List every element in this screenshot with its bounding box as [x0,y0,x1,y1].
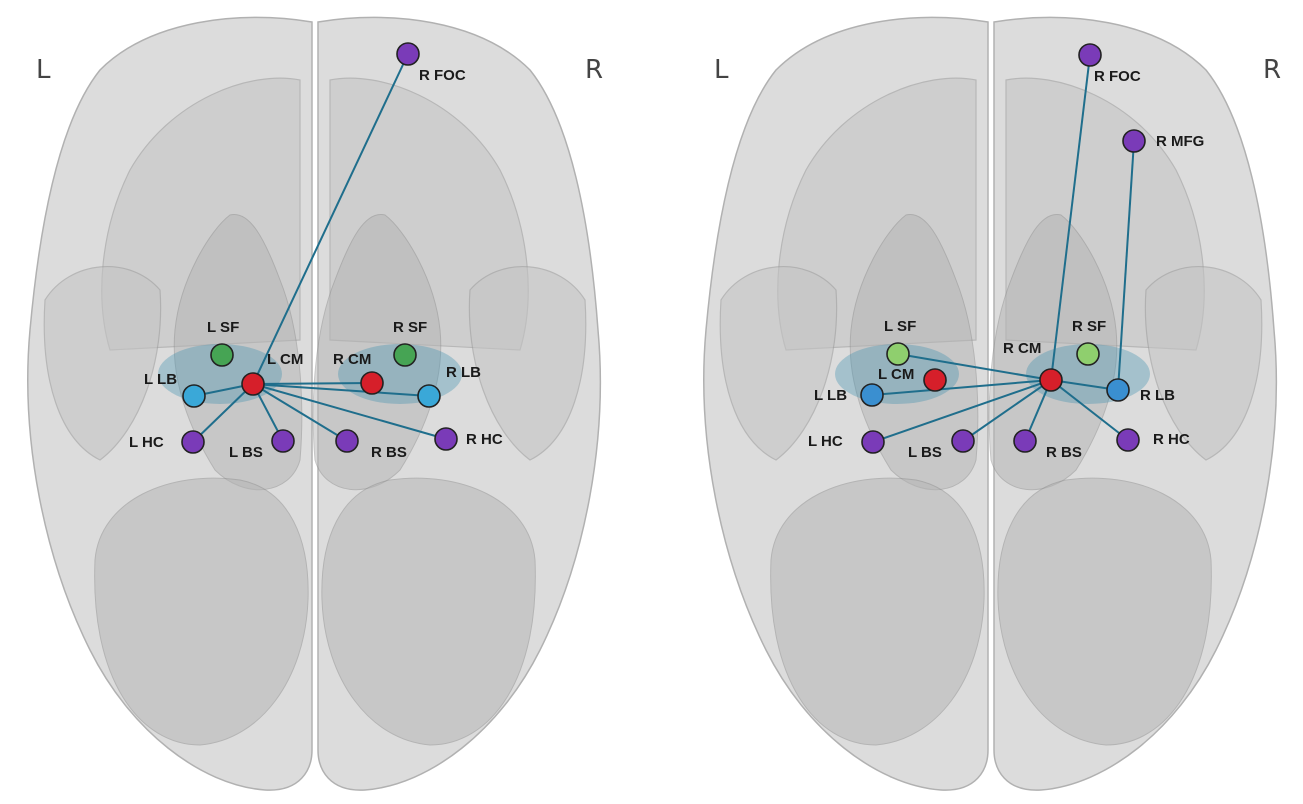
node-R-LB [418,385,440,407]
node-R-BS [336,430,358,452]
right-side-label: R [585,55,603,85]
label-L-CM: L CM [878,366,914,383]
node-L-BS [272,430,294,452]
label-L-LB: L LB [144,371,177,388]
label-L-SF: L SF [884,318,916,335]
label-R-HC: R HC [1153,431,1190,448]
node-R-SF [1077,343,1099,365]
label-L-BS: L BS [229,444,263,461]
node-R-MFG [1123,130,1145,152]
node-R-CM [361,372,383,394]
node-L-CM [924,369,946,391]
node-L-LB [861,384,883,406]
node-R-HC [1117,429,1139,451]
node-R-BS [1014,430,1036,452]
label-L-BS: L BS [908,444,942,461]
node-L-BS [952,430,974,452]
panel-right: L R L SF [704,17,1281,790]
node-R-LB [1107,379,1129,401]
label-R-CM: R CM [333,351,371,368]
brain-render-left [28,17,601,790]
node-R-FOC [1079,44,1101,66]
label-R-FOC: R FOC [1094,68,1141,85]
node-L-HC [862,431,884,453]
label-R-BS: R BS [371,444,407,461]
label-R-MFG: R MFG [1156,133,1204,150]
node-L-SF [887,343,909,365]
node-R-HC [435,428,457,450]
node-L-SF [211,344,233,366]
node-L-HC [182,431,204,453]
edge-LCM-RCM [253,383,372,384]
left-side-label: L [36,55,51,85]
label-R-BS: R BS [1046,444,1082,461]
label-R-LB: R LB [1140,387,1175,404]
node-L-LB [183,385,205,407]
label-R-CM: R CM [1003,340,1041,357]
label-L-HC: L HC [808,433,843,450]
label-R-SF: R SF [1072,318,1106,335]
node-R-FOC [397,43,419,65]
node-L-CM [242,373,264,395]
panel-left: L R L SF L CM L L [28,17,603,790]
label-R-HC: R HC [466,431,503,448]
label-R-LB: R LB [446,364,481,381]
right-side-label: R [1263,55,1281,85]
node-R-SF [394,344,416,366]
label-R-FOC: R FOC [419,67,466,84]
label-L-CM: L CM [267,351,303,368]
node-R-CM [1040,369,1062,391]
label-L-HC: L HC [129,434,164,451]
label-R-SF: R SF [393,319,427,336]
label-L-LB: L LB [814,387,847,404]
label-L-SF: L SF [207,319,239,336]
left-side-label: L [714,55,729,85]
